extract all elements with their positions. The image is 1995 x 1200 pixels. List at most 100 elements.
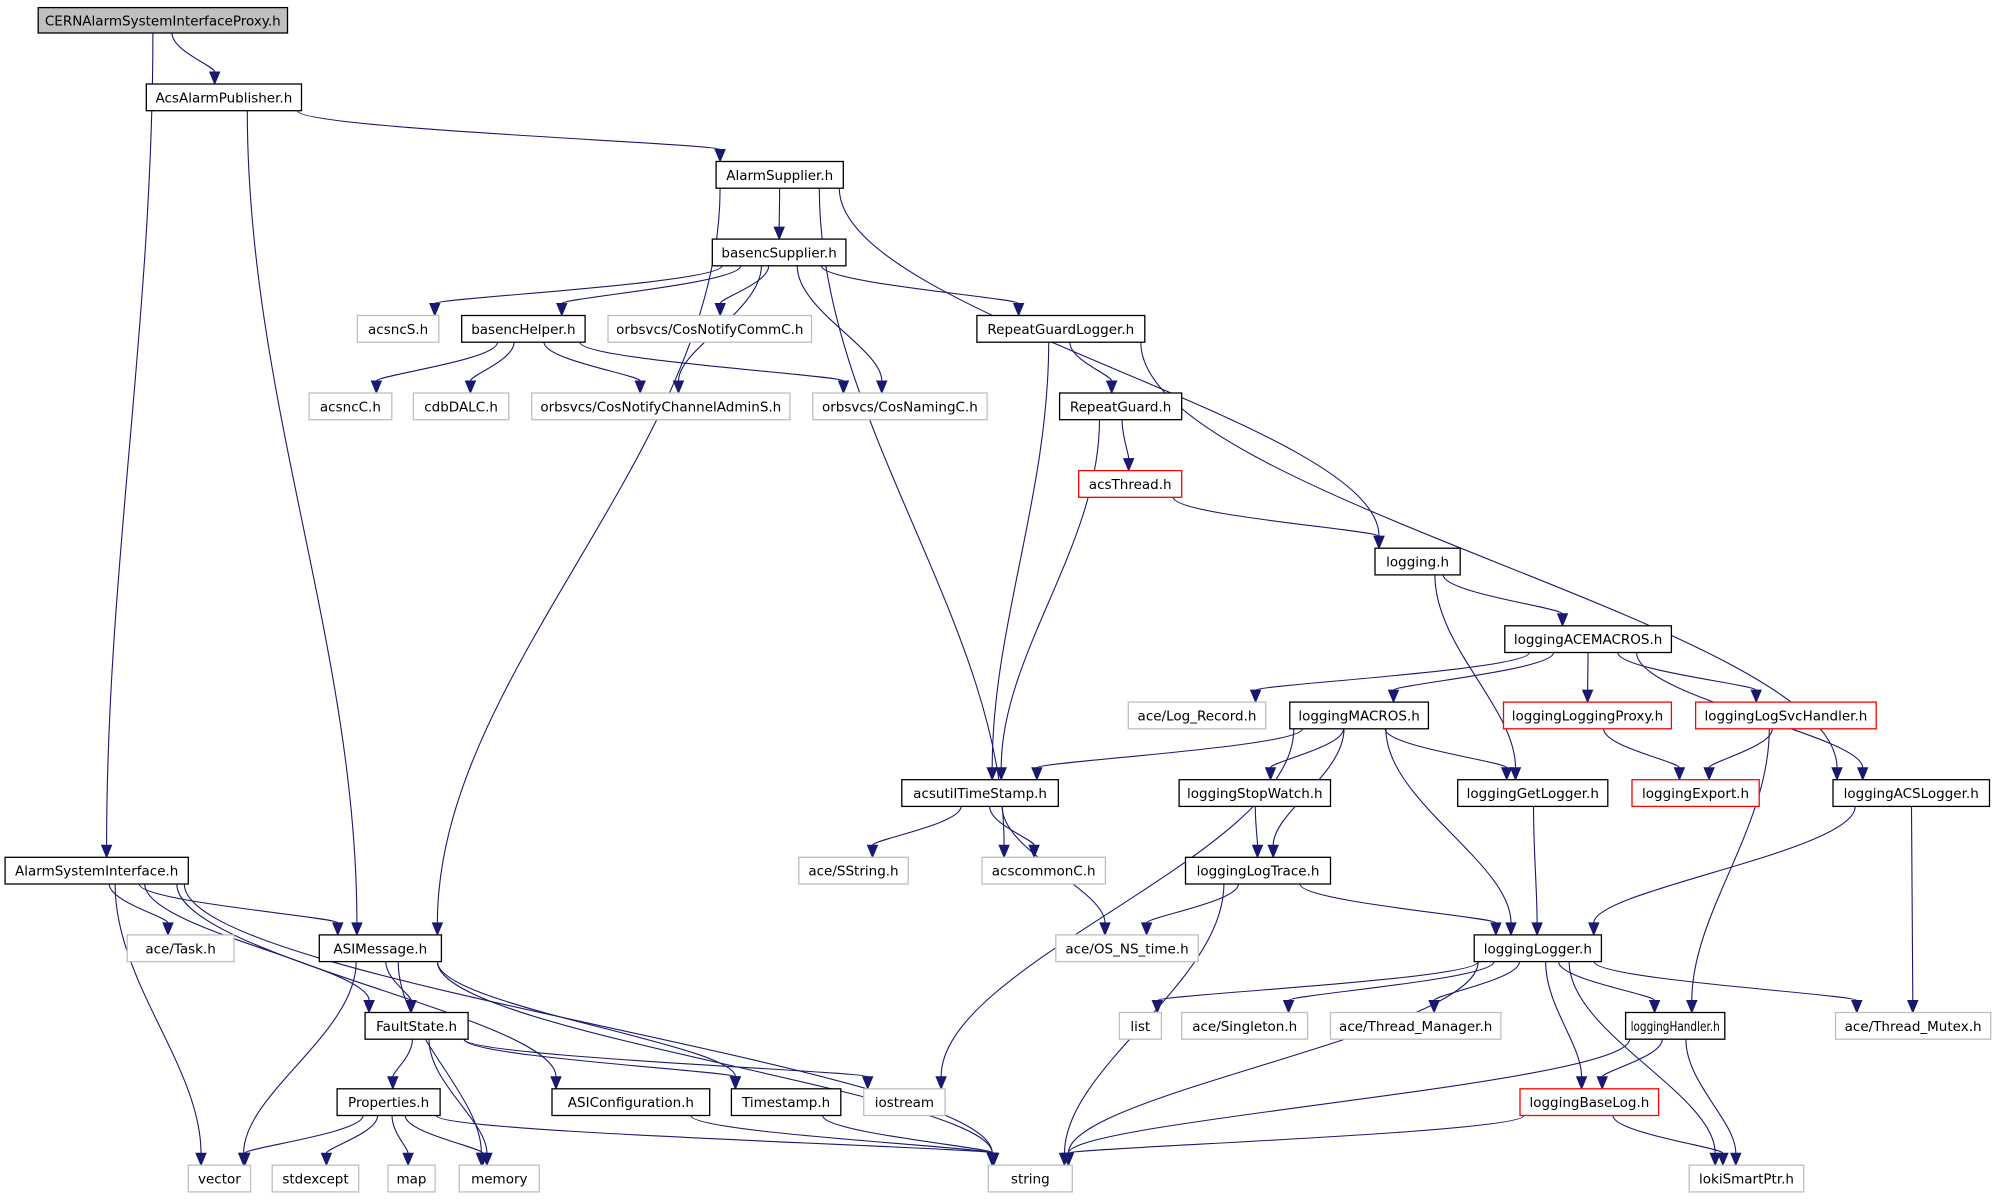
node-ace-singleton: ace/Singleton.h xyxy=(1181,1011,1309,1040)
node-logging-logging-proxy[interactable]: loggingLoggingProxy.h xyxy=(1502,701,1673,730)
node-logging-base-log[interactable]: loggingBaseLog.h xyxy=(1519,1088,1660,1117)
arrowhead-icon xyxy=(773,226,785,241)
node-logging-log-trace[interactable]: loggingLogTrace.h xyxy=(1184,856,1332,885)
edge-logging-logger-to-logging-handler xyxy=(1557,961,1656,1002)
node-label: ace/Thread_Manager.h xyxy=(1339,1019,1492,1035)
node-label: loggingStopWatch.h xyxy=(1187,786,1323,802)
node-box xyxy=(356,314,440,343)
node-basenc-helper[interactable]: basencHelper.h xyxy=(461,314,586,343)
node-asimessage[interactable]: ASIMessage.h xyxy=(318,934,443,963)
edge-alarm-supplier-to-asimessage xyxy=(436,188,721,923)
node-label: lokiSmartPtr.h xyxy=(1699,1172,1794,1188)
node-properties[interactable]: Properties.h xyxy=(336,1088,441,1117)
edge-basenc-supplier-to-acsnc-s xyxy=(434,265,723,305)
arrowhead-icon xyxy=(1500,767,1513,782)
edge-alarm-supplier-to-acscommon-c xyxy=(818,188,1005,846)
node-label: ace/Singleton.h xyxy=(1192,1019,1297,1035)
arrowhead-icon xyxy=(861,1076,874,1091)
node-label: string xyxy=(1011,1172,1050,1188)
arrowhead-icon xyxy=(1831,767,1843,782)
node-box xyxy=(271,1164,360,1193)
edge-logging-base-log-to-string xyxy=(1067,1115,1525,1154)
node-box xyxy=(1178,779,1332,808)
node-logging-handler[interactable]: loggingHandler.h xyxy=(1624,1011,1726,1040)
node-label: acsThread.h xyxy=(1089,477,1172,493)
node-acsutil-time-stamp[interactable]: acsutilTimeStamp.h xyxy=(901,779,1059,808)
node-label: loggingLogSvcHandler.h xyxy=(1704,709,1867,725)
node-box xyxy=(1127,701,1267,730)
arrowhead-icon xyxy=(1907,1000,1919,1014)
arrowhead-icon xyxy=(1249,689,1262,704)
edge-properties-to-map xyxy=(391,1115,409,1154)
edge-basenc-supplier-to-repeat-guard-logger xyxy=(820,265,1020,305)
node-logging-log-svc-handler[interactable]: loggingLogSvcHandler.h xyxy=(1694,701,1877,730)
node-box xyxy=(1832,779,1991,808)
node-ace-sstring: ace/SString.h xyxy=(798,856,909,885)
node-box xyxy=(1055,934,1199,963)
node-repeat-guard[interactable]: RepeatGuard.h xyxy=(1058,392,1183,421)
node-box xyxy=(387,1164,436,1193)
edge-logging-logger-to-logging-base-log xyxy=(1545,961,1583,1077)
node-cos-notify-comm-c: orbsvcs/CosNotifyCommC.h xyxy=(607,314,813,343)
arrowhead-icon xyxy=(556,303,568,317)
arrowhead-icon xyxy=(320,1152,333,1167)
edge-logging-get-logger-to-logging-logger xyxy=(1532,806,1538,923)
arrowhead-icon xyxy=(195,1152,207,1167)
arrowhead-icon xyxy=(1717,1152,1729,1167)
node-label: memory xyxy=(471,1172,527,1188)
node-alarm-system-interface[interactable]: AlarmSystemInterface.h xyxy=(4,856,189,885)
node-logging-logger[interactable]: loggingLogger.h xyxy=(1473,934,1603,963)
arrowhead-icon xyxy=(239,1152,251,1167)
node-acs-thread[interactable]: acsThread.h xyxy=(1078,469,1183,498)
arrowhead-icon xyxy=(1140,922,1153,937)
arrowhead-icon xyxy=(1709,1152,1721,1167)
node-fault-state[interactable]: FaultState.h xyxy=(364,1011,469,1040)
edge-logging-acemacros-to-logging-macros xyxy=(1392,652,1555,691)
node-logging-acslogger[interactable]: loggingACSLogger.h xyxy=(1832,779,1991,808)
node-box xyxy=(1688,1164,1805,1193)
node-label: acscommonC.h xyxy=(992,864,1096,880)
node-label: ace/Log_Record.h xyxy=(1138,709,1257,725)
arrowhead-icon xyxy=(714,303,726,317)
edge-logging-logger-to-list xyxy=(1156,961,1479,1002)
node-cdb-dalc: cdbDALC.h xyxy=(412,392,510,421)
edge-logging-logger-to-string xyxy=(1067,961,1479,1154)
node-box xyxy=(37,6,289,34)
arrowhead-icon xyxy=(1509,767,1522,782)
node-label: loggingLogTrace.h xyxy=(1197,864,1320,880)
node-label: Properties.h xyxy=(348,1095,429,1111)
node-box xyxy=(126,934,235,963)
node-timestamp[interactable]: Timestamp.h xyxy=(730,1088,842,1117)
node-logging-acemacros[interactable]: loggingACEMACROS.h xyxy=(1504,625,1673,654)
node-logging-macros[interactable]: loggingMACROS.h xyxy=(1289,701,1430,730)
arrowhead-icon xyxy=(1531,922,1543,937)
node-label: basencHelper.h xyxy=(471,322,575,338)
edge-logging-logger-to-ace-thread-manager xyxy=(1433,961,1521,1002)
node-logging-get-logger[interactable]: loggingGetLogger.h xyxy=(1457,779,1609,808)
node-label: ace/OS_NS_time.h xyxy=(1065,941,1188,957)
node-asiconfiguration[interactable]: ASIConfiguration.h xyxy=(551,1088,711,1117)
node-label: stdexcept xyxy=(282,1172,348,1188)
edge-logging-macros-to-logging-stop-watch xyxy=(1269,728,1345,769)
edge-logging-acemacros-to-logging-log-svc-handler xyxy=(1617,652,1757,691)
arrowhead-icon xyxy=(1648,1000,1661,1014)
edge-logging-macros-to-logging-get-logger xyxy=(1384,728,1508,769)
arrowhead-icon xyxy=(1264,767,1277,782)
arrowhead-icon xyxy=(208,71,221,86)
arrowhead-icon xyxy=(550,1076,562,1091)
node-label: Timestamp.h xyxy=(741,1095,830,1111)
node-logging-export[interactable]: loggingExport.h xyxy=(1631,779,1760,808)
node-cernalarm-system-interface-proxy[interactable]: CERNAlarmSystemInterfaceProxy.h xyxy=(37,6,289,34)
arrowhead-icon xyxy=(998,844,1010,859)
edge-alarm-system-interface-to-vector xyxy=(114,883,202,1154)
node-label: FaultState.h xyxy=(376,1019,457,1035)
node-label: acsncS.h xyxy=(368,322,428,338)
node-logging-stop-watch[interactable]: loggingStopWatch.h xyxy=(1178,779,1332,808)
node-logging[interactable]: logging.h xyxy=(1374,547,1461,576)
node-basenc-supplier[interactable]: basencSupplier.h xyxy=(711,238,847,267)
node-alarm-supplier[interactable]: AlarmSupplier.h xyxy=(715,160,844,189)
node-box xyxy=(1834,1011,1992,1040)
node-acs-alarm-publisher[interactable]: AcsAlarmPublisher.h xyxy=(145,83,303,112)
edge-logging-log-trace-to-logging-logger xyxy=(1299,883,1497,924)
node-repeat-guard-logger[interactable]: RepeatGuardLogger.h xyxy=(976,314,1146,343)
